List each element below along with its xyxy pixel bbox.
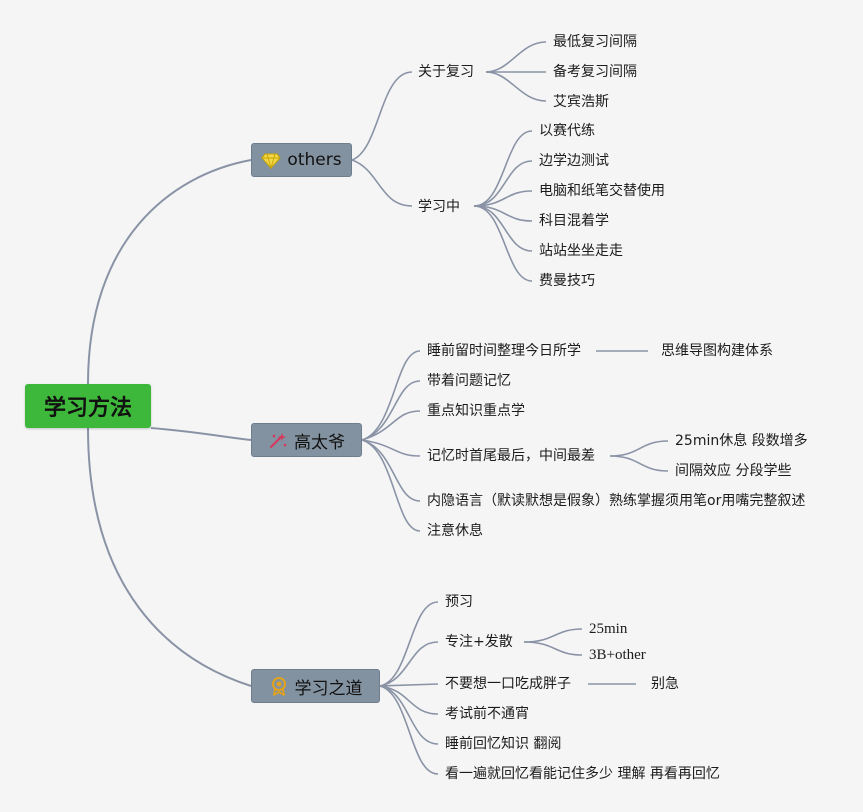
dao-item[interactable]: 看一遍就回忆看能记住多少 理解 再看再回忆 [445,766,720,782]
learning-item[interactable]: 边学边测试 [539,153,609,169]
review-item[interactable]: 艾宾浩斯 [553,94,609,110]
gaotaiye-subitem[interactable]: 间隔效应 分段学些 [675,463,792,479]
gaotaiye-item[interactable]: 重点知识重点学 [427,403,525,419]
topic-learning[interactable]: 学习中 [418,199,460,215]
learning-item[interactable]: 电脑和纸笔交替使用 [539,183,665,199]
branch-label: 学习之道 [294,678,363,699]
review-item[interactable]: 备考复习间隔 [553,64,637,80]
dao-item[interactable]: 不要想一口吃成胖子 [445,676,571,692]
dao-subitem[interactable]: 3B+other [589,647,646,663]
learning-item[interactable]: 站站坐坐走走 [539,243,623,259]
dao-subitem[interactable]: 25min [589,621,628,637]
dao-item[interactable]: 睡前回忆知识 翻阅 [445,736,562,752]
gaotaiye-item[interactable]: 睡前留时间整理今日所学 [427,343,581,359]
gaotaiye-subitem[interactable]: 25min休息 段数增多 [675,433,808,449]
learning-item[interactable]: 科目混着学 [539,213,609,229]
learning-item[interactable]: 费曼技巧 [539,273,595,289]
dao-item[interactable]: 考试前不通宵 [445,706,529,722]
gaotaiye-item[interactable]: 内隐语言（默读默想是假象）熟练掌握须用笔or用嘴完整叙述 [427,493,806,509]
gaotaiye-item[interactable]: 带着问题记忆 [427,373,511,389]
award-badge-icon [269,676,289,696]
branch-label: 高太爷 [294,432,345,453]
review-item[interactable]: 最低复习间隔 [553,34,637,50]
gaotaiye-subitem[interactable]: 思维导图构建体系 [661,343,773,359]
gaotaiye-item[interactable]: 注意休息 [427,523,483,539]
topic-review[interactable]: 关于复习 [418,64,474,80]
branch-label: others [287,150,342,170]
branch-dao[interactable]: 学习之道 [251,669,380,703]
dao-subitem[interactable]: 别急 [651,676,679,692]
diamond-icon [261,150,282,170]
branch-gaotaiye[interactable]: 高太爷 [251,423,362,457]
root-label: 学习方法 [43,396,132,421]
root-node[interactable]: 学习方法 [25,384,151,428]
gaotaiye-item[interactable]: 记忆时首尾最后，中间最差 [427,448,595,464]
sparkle-wand-icon [268,430,288,450]
dao-item[interactable]: 专注+发散 [445,634,513,650]
branch-others[interactable]: others [251,143,352,177]
learning-item[interactable]: 以赛代练 [539,123,595,139]
dao-item[interactable]: 预习 [445,594,473,610]
